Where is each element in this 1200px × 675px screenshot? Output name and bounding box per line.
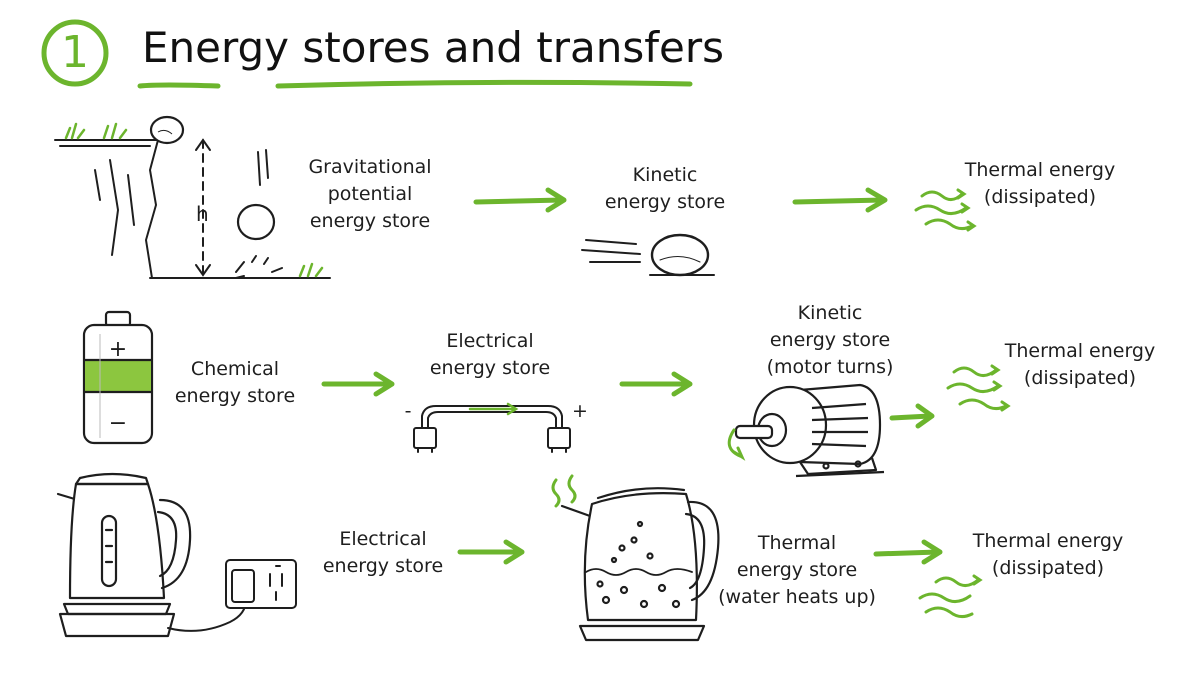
heat-waves-icon — [914, 188, 977, 232]
heat-waves-icon-3 — [918, 574, 983, 619]
store-label-thermal-3: Thermal energy(dissipated) — [972, 530, 1124, 579]
height-arrow — [195, 138, 211, 277]
step-badge-circle — [41, 19, 109, 87]
heat-waves-icon-2 — [946, 364, 1011, 412]
motor-icon — [734, 383, 885, 478]
transfer-arrows-row2 — [321, 371, 935, 429]
moving-rock-icon — [581, 233, 715, 277]
steam-icon — [551, 474, 577, 508]
battery-icon — [82, 310, 154, 445]
step-number: 1 — [61, 27, 89, 78]
transfer-arrows-row3 — [457, 539, 943, 565]
power-socket-icon — [167, 559, 297, 632]
circuit-plus: + — [572, 400, 588, 422]
circuit-wire-icon — [413, 405, 571, 453]
title-underline — [137, 79, 693, 89]
falling-rock-icon — [235, 149, 283, 279]
rock-icon — [149, 115, 185, 145]
current-arrow — [468, 402, 519, 416]
kettle-with-water-icon — [560, 487, 720, 642]
transfer-arrows-row1 — [473, 187, 888, 213]
store-label-thermal-2: Thermal energy(dissipated) — [1004, 340, 1156, 389]
height-label: h — [196, 202, 209, 226]
page-title: Energy stores and transfers — [142, 23, 724, 72]
battery-minus: − — [108, 411, 128, 436]
store-label-thermal-1: Thermal energy(dissipated) — [964, 159, 1116, 208]
battery-plus: + — [108, 337, 128, 362]
grass-icon — [64, 122, 324, 278]
kettle-icon — [56, 472, 192, 638]
circuit-minus: - — [404, 400, 412, 422]
